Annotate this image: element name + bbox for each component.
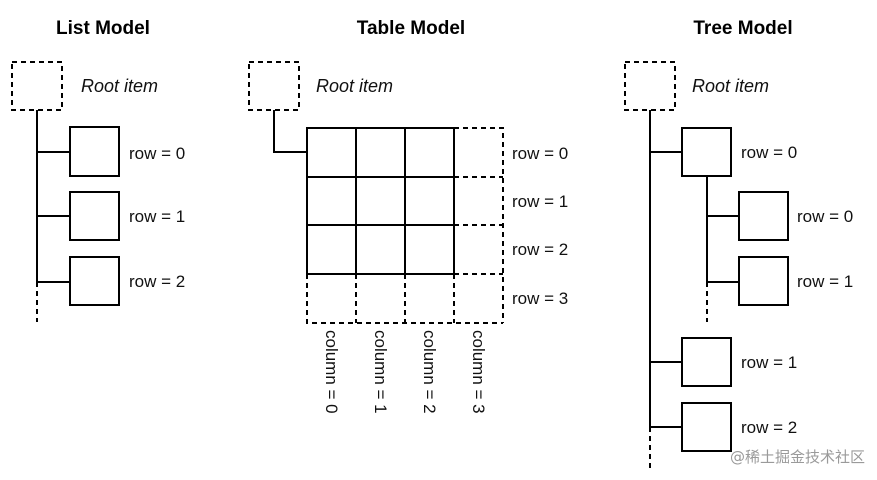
tree-row-1-box xyxy=(681,337,732,387)
table-root-item-label: Root item xyxy=(316,76,393,96)
watermark: @稀土掘金技术社区 xyxy=(730,448,865,466)
list-row-0-box xyxy=(69,126,120,177)
tree-child-row-1-box xyxy=(738,256,789,306)
table-dashed-row-edge xyxy=(306,274,503,324)
tree-model-title: Tree Model xyxy=(693,18,792,39)
table-row-2-label: row = 2 xyxy=(512,240,568,259)
list-row-2-box xyxy=(69,256,120,306)
table-row-3-label: row = 3 xyxy=(512,289,568,308)
tree-row-2-label: row = 2 xyxy=(741,418,797,437)
tree-row-0-label: row = 0 xyxy=(741,143,797,162)
tree-row-2-box xyxy=(681,402,732,452)
table-row-1-label: row = 1 xyxy=(512,192,568,211)
list-model-title: List Model xyxy=(56,18,150,39)
tree-row-1-label: row = 1 xyxy=(741,353,797,372)
table-column-0-label: column = 0 xyxy=(322,330,341,414)
table-dashed-column-edge xyxy=(454,127,504,323)
table-root-item-box xyxy=(248,61,300,111)
tree-child-row-0-box xyxy=(738,191,789,241)
table-column-1-label: column = 1 xyxy=(371,330,390,414)
table-column-2-label: column = 2 xyxy=(420,330,439,414)
list-row-2-label: row = 2 xyxy=(129,272,185,291)
tree-child-row-1-label: row = 1 xyxy=(797,272,853,291)
table-root-connector xyxy=(273,110,307,153)
table-model: Table Model Root item row = 0 row = 1 ro… xyxy=(248,18,568,414)
tree-root-item-label: Root item xyxy=(692,76,769,96)
table-column-3-label: column = 3 xyxy=(469,330,488,414)
tree-child-row-0-label: row = 0 xyxy=(797,207,853,226)
table-row-0-label: row = 0 xyxy=(512,144,568,163)
table-model-title: Table Model xyxy=(357,18,465,39)
list-root-item-box xyxy=(11,61,63,111)
tree-row-0-box xyxy=(681,127,732,177)
table-solid-grid xyxy=(306,127,455,275)
list-row-1-box xyxy=(69,191,120,241)
list-model: List Model Root item row = 0 row = 1 row… xyxy=(11,18,185,322)
list-row-0-label: row = 0 xyxy=(129,144,185,163)
list-row-1-label: row = 1 xyxy=(129,207,185,226)
tree-root-item-box xyxy=(624,61,676,111)
tree-model: Tree Model Root item row = 0 row = 0 row… xyxy=(624,18,853,468)
list-root-item-label: Root item xyxy=(81,76,158,96)
